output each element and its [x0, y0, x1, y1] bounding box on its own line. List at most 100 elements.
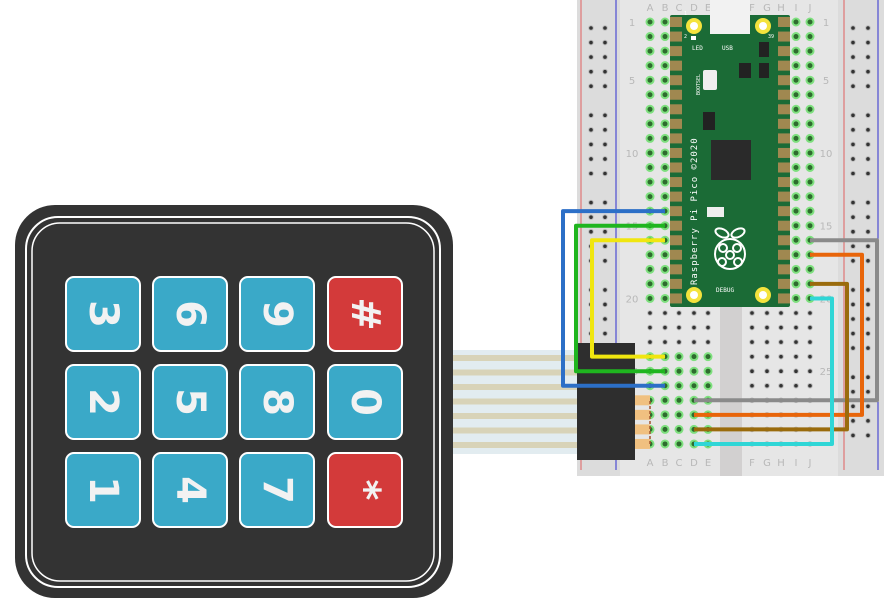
rail-hole[interactable]: [602, 287, 608, 293]
breadboard-hole[interactable]: [662, 310, 668, 316]
breadboard-hole[interactable]: [691, 339, 697, 345]
rail-hole[interactable]: [588, 127, 594, 133]
rail-hole[interactable]: [865, 374, 871, 381]
breadboard-hole[interactable]: [647, 310, 653, 316]
rail-hole[interactable]: [850, 418, 856, 424]
breadboard-hole[interactable]: [791, 264, 801, 274]
wire-blue[interactable]: [561, 209, 665, 388]
breadboard-hole[interactable]: [791, 104, 801, 114]
breadboard-hole[interactable]: [791, 32, 801, 42]
breadboard-hole[interactable]: [645, 119, 655, 129]
rail-hole[interactable]: [602, 214, 608, 220]
rail-hole[interactable]: [865, 83, 871, 89]
breadboard-hole[interactable]: [807, 324, 813, 331]
rail-hole[interactable]: [850, 170, 856, 177]
rail-hole[interactable]: [602, 156, 608, 162]
breadboard-hole[interactable]: [778, 368, 784, 375]
rail-hole[interactable]: [865, 156, 871, 162]
breadboard-hole[interactable]: [805, 206, 815, 216]
breadboard-hole[interactable]: [674, 395, 684, 405]
breadboard-hole[interactable]: [805, 221, 815, 231]
rail-hole[interactable]: [865, 141, 871, 148]
key-6[interactable]: 6: [152, 276, 228, 352]
wire-gray[interactable]: [694, 238, 879, 403]
rail-hole[interactable]: [850, 68, 856, 75]
breadboard-hole[interactable]: [660, 293, 670, 303]
breadboard-hole[interactable]: [791, 90, 801, 100]
rail-hole[interactable]: [588, 214, 594, 220]
rail-hole[interactable]: [865, 403, 871, 410]
breadboard-hole[interactable]: [689, 366, 699, 376]
rail-hole[interactable]: [602, 39, 608, 46]
rail-hole[interactable]: [602, 112, 608, 119]
rail-hole[interactable]: [602, 68, 608, 75]
rail-hole[interactable]: [865, 54, 871, 60]
rail-hole[interactable]: [865, 243, 871, 250]
breadboard-hole[interactable]: [807, 339, 813, 345]
breadboard-hole[interactable]: [791, 75, 801, 85]
breadboard-hole[interactable]: [660, 250, 670, 260]
breadboard-hole[interactable]: [660, 177, 670, 187]
breadboard-hole[interactable]: [645, 250, 655, 260]
breadboard-hole[interactable]: [645, 46, 655, 56]
rail-hole[interactable]: [850, 316, 856, 322]
rail-hole[interactable]: [602, 54, 608, 60]
rail-hole[interactable]: [850, 287, 856, 293]
rail-hole[interactable]: [865, 301, 871, 308]
breadboard-hole[interactable]: [660, 264, 670, 274]
breadboard-hole[interactable]: [805, 46, 815, 56]
rail-hole[interactable]: [602, 25, 608, 31]
key-0[interactable]: 0: [327, 364, 403, 440]
breadboard-hole[interactable]: [660, 163, 670, 172]
breadboard-hole[interactable]: [703, 366, 713, 376]
breadboard-hole[interactable]: [791, 148, 801, 158]
breadboard-hole[interactable]: [660, 133, 670, 143]
breadboard-hole[interactable]: [691, 324, 697, 331]
breadboard-hole[interactable]: [807, 310, 813, 316]
breadboard-hole[interactable]: [674, 366, 684, 376]
breadboard-hole[interactable]: [764, 324, 770, 331]
breadboard-hole[interactable]: [645, 192, 655, 202]
rail-hole[interactable]: [850, 301, 856, 308]
breadboard-hole[interactable]: [674, 410, 684, 420]
rail-hole[interactable]: [865, 39, 871, 46]
breadboard-hole[interactable]: [660, 61, 670, 71]
key-4[interactable]: 4: [152, 452, 228, 528]
breadboard-hole[interactable]: [793, 310, 799, 316]
breadboard-hole[interactable]: [791, 293, 801, 303]
wire-orange[interactable]: [694, 252, 864, 417]
breadboard-hole[interactable]: [674, 424, 684, 434]
rail-hole[interactable]: [602, 330, 608, 337]
rail-hole[interactable]: [865, 199, 871, 206]
breadboard-hole[interactable]: [660, 439, 670, 449]
rail-hole[interactable]: [865, 170, 871, 177]
breadboard-hole[interactable]: [805, 148, 815, 158]
breadboard-hole[interactable]: [791, 119, 801, 129]
breadboard-hole[interactable]: [805, 90, 815, 100]
breadboard-hole[interactable]: [807, 382, 813, 389]
breadboard-hole[interactable]: [749, 353, 755, 360]
breadboard-hole[interactable]: [660, 424, 670, 434]
rail-hole[interactable]: [865, 432, 871, 439]
rail-hole[interactable]: [865, 25, 871, 31]
breadboard-hole[interactable]: [647, 324, 653, 331]
breadboard-hole[interactable]: [791, 17, 801, 27]
breadboard-hole[interactable]: [645, 17, 655, 27]
breadboard-hole[interactable]: [689, 381, 699, 391]
wire-cyan[interactable]: [694, 296, 834, 446]
breadboard-hole[interactable]: [660, 46, 670, 56]
breadboard-hole[interactable]: [791, 46, 801, 56]
rail-hole[interactable]: [602, 301, 608, 308]
rail-hole[interactable]: [602, 170, 608, 177]
rail-hole[interactable]: [588, 199, 594, 206]
rail-hole[interactable]: [602, 258, 608, 264]
breadboard-hole[interactable]: [791, 279, 801, 289]
rail-hole[interactable]: [588, 54, 594, 60]
breadboard-hole[interactable]: [778, 324, 784, 331]
breadboard-hole[interactable]: [791, 163, 801, 172]
rail-hole[interactable]: [850, 243, 856, 250]
breadboard-hole[interactable]: [791, 192, 801, 202]
rail-hole[interactable]: [850, 39, 856, 46]
key-2[interactable]: 2: [65, 364, 141, 440]
rail-hole[interactable]: [850, 432, 856, 439]
